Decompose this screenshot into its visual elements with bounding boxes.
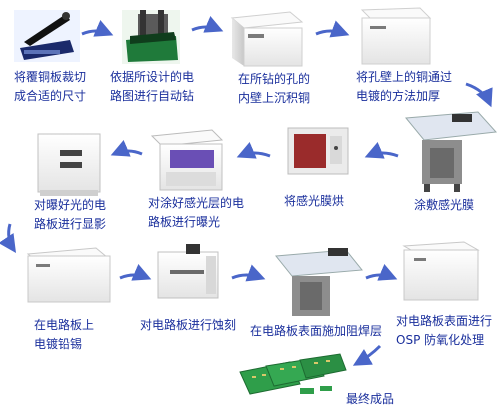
step-8-label: 对曝好光的电 路板进行显影	[34, 198, 107, 231]
arrow-1-2	[81, 20, 114, 37]
drill-machine-icon	[122, 10, 180, 64]
step-4-label: 将孔壁上的铜通过 电镀的方法加厚	[356, 70, 453, 103]
developer-machine-icon	[37, 133, 101, 196]
finished-pcb-icon	[239, 353, 347, 395]
arrow-3-4	[315, 20, 350, 38]
flow-arrows	[0, 16, 493, 366]
etching-machine-icon	[157, 244, 219, 299]
arrow-2-3	[191, 16, 224, 33]
step-13-label: 最终成品	[346, 392, 395, 406]
step-9-label: 在电路板上 电镀铅锡	[34, 318, 95, 351]
step-5-label: 涂敷感光膜	[414, 198, 475, 212]
step-1-label: 将覆铜板裁切 成合适的尺寸	[14, 70, 87, 103]
arrow-8-9	[0, 223, 16, 253]
arrow-10-11	[231, 264, 266, 282]
cutter-icon	[14, 10, 80, 62]
step-7-label: 对涂好感光层的电 路板进行曝光	[148, 196, 245, 229]
coating-machine-icon	[405, 111, 498, 192]
step-6-label: 将感光膜烘	[284, 194, 345, 208]
step-2-label: 依据所设计的电 路图进行自动钻	[110, 70, 195, 103]
arrow-6-7	[236, 142, 271, 159]
plating-machine-icon	[360, 7, 432, 65]
arrow-5-6	[364, 142, 399, 159]
step-10-label: 对电路板进行蚀刻	[140, 318, 237, 332]
arrow-11-12	[365, 264, 398, 281]
tin-plating-machine-icon	[26, 247, 111, 303]
arrow-7-8	[110, 140, 143, 157]
deposition-machine-icon	[230, 11, 304, 67]
arrow-9-10	[119, 264, 152, 281]
arrow-4-5	[465, 82, 493, 108]
osp-machine-icon	[402, 241, 480, 301]
oven-icon	[287, 127, 349, 175]
arrow-12-13	[352, 344, 382, 366]
step-11-label: 在电路板表面施加阻焊层	[250, 324, 383, 338]
step-3-label: 在所钻的孔的 内壁上沉积铜	[238, 72, 311, 105]
exposure-machine-icon	[150, 129, 224, 191]
step-12-label: 对电路板表面进行 OSP 防氧化处理	[396, 314, 493, 347]
solder-mask-machine-icon	[275, 248, 363, 316]
